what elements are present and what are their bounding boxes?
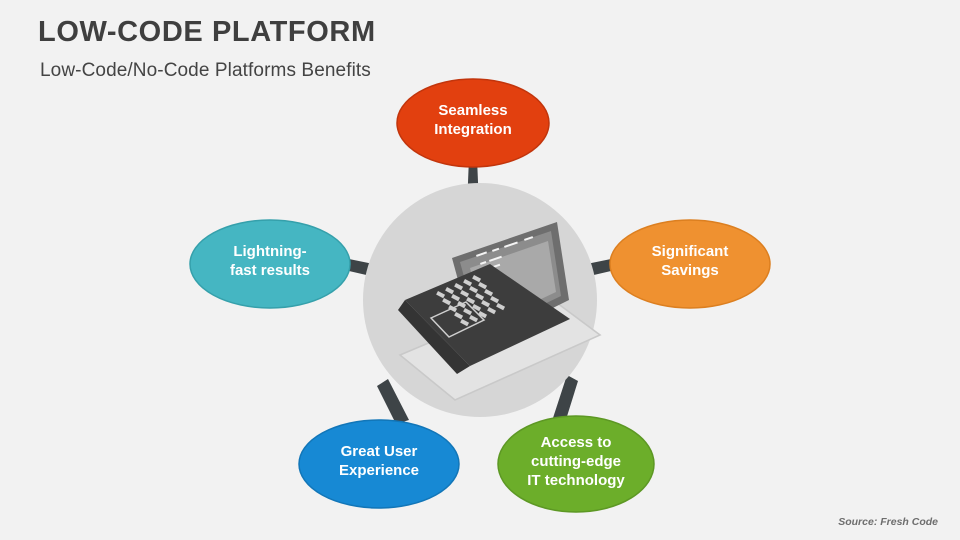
source-credit: Source: Fresh Code xyxy=(838,516,938,528)
node-great-user-experience[interactable] xyxy=(298,419,460,509)
node-access-cutting-edge-it[interactable] xyxy=(497,415,655,513)
connector-bottom-left xyxy=(377,379,409,424)
page-title: LOW-CODE PLATFORM xyxy=(38,16,376,48)
laptop-keyboard xyxy=(436,275,506,327)
node-lightning-fast-results[interactable] xyxy=(189,219,351,309)
connector-bottom-right xyxy=(552,375,578,426)
center-hub xyxy=(363,183,602,417)
page-subtitle: Low-Code/No-Code Platforms Benefits xyxy=(40,60,371,81)
laptop-trackpad xyxy=(429,301,486,338)
laptop-base-edge xyxy=(398,300,470,374)
node-significant-savings[interactable] xyxy=(609,219,771,309)
node-ellipse-group xyxy=(189,78,771,513)
node-seamless-integration[interactable] xyxy=(396,78,550,168)
laptop-illustration xyxy=(398,222,602,401)
